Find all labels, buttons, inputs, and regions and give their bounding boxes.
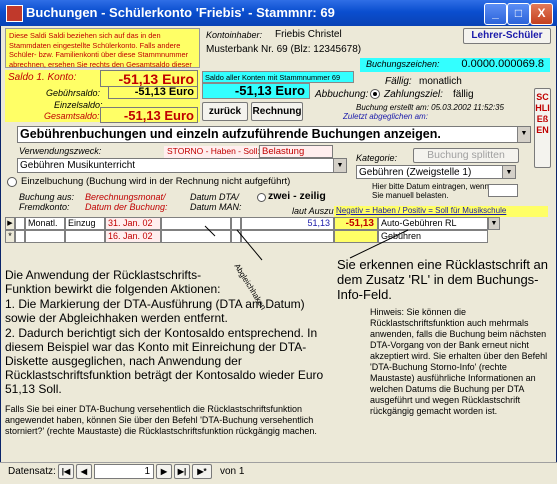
saldo-alle-value: -51,13 Euro [202, 83, 310, 99]
buchung-erstellt: Buchung erstellt am: 05.03.2002 11:52:35 [356, 103, 504, 112]
note-item1: 1. Die Markierung der DTA-Ausführung (DT… [5, 297, 305, 325]
gebuehrensaldo-label: Gebührsaldo: [46, 88, 101, 98]
row1-checkbox[interactable] [15, 217, 25, 230]
verwendungszweck-label: Verwendungszweck: [19, 146, 102, 156]
zahlungsziel-value: fällig [453, 89, 474, 100]
lehrer-schueler-button[interactable]: Lehrer-Schüler [463, 28, 551, 44]
chevron-down-icon[interactable]: ▼ [502, 166, 515, 178]
kontoinhaber-label: Kontoinhaber: [206, 30, 263, 40]
row1-info[interactable]: Auto-Gebühren RL [378, 217, 488, 230]
buchungszeichen-field: Buchungszeichen: 0.0000.000069.8 [360, 58, 550, 72]
einzelbuchung-label: Einzelbuchung (Buchung wird in der Rechn… [21, 176, 291, 187]
row1-art[interactable]: Einzug [65, 217, 105, 230]
close-button[interactable]: X [530, 3, 553, 25]
col-laut-auszug: laut Auszug: [292, 206, 342, 216]
faellig-value: monatlich [419, 76, 462, 87]
minimize-button[interactable]: _ [484, 3, 507, 25]
arrow-abgleich-line [236, 229, 263, 261]
arrow-rl-line [349, 229, 409, 259]
saldo-info-box: Diese Saldi Saldi beziehen sich auf das … [5, 28, 200, 78]
kategorie-value: Gebühren (Zweigstelle 1) [359, 167, 472, 178]
zuletzt-abgeglichen: Zuletzt abgeglichen am: [343, 112, 428, 121]
saldo1-label: Saldo 1. Konto: [8, 72, 77, 83]
row-selector-current[interactable]: ▶ [5, 217, 15, 230]
app-icon [6, 5, 23, 22]
row1-saldo[interactable]: -51,13 [334, 217, 378, 230]
row1-typ[interactable]: Monatl. [25, 217, 65, 230]
datensatz-label: Datensatz: [8, 466, 56, 477]
note-rl-erkennen: Sie erkennen eine Rücklastschrift an dem… [337, 257, 549, 302]
kontoinhaber-value: Friebis Christel [275, 29, 342, 40]
datum-hint: Hier bitte Datum eintragen, wenn Sie man… [372, 182, 489, 200]
note-hinweis: Hinweis: Sie können die Rücklastschrifts… [370, 307, 548, 416]
note-title: Die Anwendung der Rücklastschrifts-Funkt… [5, 268, 221, 296]
storno-label: STORNO - Haben - Soll: [164, 146, 260, 158]
row2-info[interactable]: Gebühren [378, 230, 488, 243]
manuell-datum-input[interactable] [488, 184, 518, 197]
row2-betrag[interactable] [241, 230, 334, 243]
abbuchung-label: Abbuchung: [315, 89, 369, 100]
einzelbuchung-radio[interactable] [7, 177, 17, 187]
gebuehrensaldo-value: -51,13 Euro [108, 86, 198, 99]
row1-dta-datum[interactable] [161, 217, 231, 230]
row2-art[interactable] [65, 230, 105, 243]
col-berechnungsmonat: Berechnungsmonat/ Datum der Buchung: [85, 192, 168, 212]
zurueck-button[interactable]: zurück [202, 102, 248, 121]
zahlungsziel-label: Zahlungsziel: [384, 89, 443, 100]
chevron-down-icon[interactable]: ▼ [517, 127, 530, 142]
row1-abgleich-checkbox[interactable] [231, 217, 241, 230]
next-record-button[interactable]: ▶ [156, 464, 172, 479]
kategorie-label: Kategorie: [356, 153, 398, 163]
verwendungszweck-value: Gebühren Musikunterricht [20, 160, 136, 171]
title-bar: Buchungen - Schülerkonto 'Friebis' - Sta… [0, 0, 557, 26]
new-record-button[interactable]: ▶* [192, 464, 212, 479]
row2-checkbox[interactable] [15, 230, 25, 243]
window-title: Buchungen - Schülerkonto 'Friebis' - Sta… [26, 5, 335, 20]
buchungszeichen-value: 0.0000.000069.8 [461, 58, 544, 70]
saldo1-value: -51,13 Euro [100, 70, 198, 87]
saldo-alle-label: Saldo aller Konten mit Stammnummer 69 [202, 71, 354, 83]
row1-datum[interactable]: 31. Jan. 02 [105, 217, 161, 230]
row1-betrag[interactable]: 51,13 [241, 217, 334, 230]
row-selector-new[interactable]: * [5, 230, 15, 243]
zweizeilig-label: zwei - zeilig [268, 190, 326, 202]
record-total: von 1 [220, 466, 245, 477]
ansicht-combobox[interactable]: Gebührenbuchungen und einzeln aufzuführe… [17, 126, 531, 143]
gesamtsaldo-label: Gesamtsaldo: [44, 111, 100, 121]
note-small: Falls Sie bei einer DTA-Buchung versehen… [5, 404, 317, 436]
arrow-dta-line [204, 225, 216, 237]
buchung-splitten-button[interactable]: Buchung splitten [413, 148, 519, 163]
zahlungsziel-radio[interactable] [370, 89, 380, 99]
storno-value[interactable]: Belastung [259, 145, 333, 158]
einzelsaldo-label: Einzelsaldo: [54, 100, 103, 110]
bank-info: Musterbank Nr. 69 (Blz: 12345678) [206, 44, 362, 55]
prev-record-button[interactable]: ◀ [76, 464, 92, 479]
faellig-label: Fällig: [385, 76, 412, 87]
ansicht-combobox-value: Gebührenbuchungen und einzeln aufzuführe… [20, 127, 441, 141]
schliessen-button[interactable]: SCHLIEßEN [534, 88, 551, 168]
rechnung-button[interactable]: Rechnung [251, 102, 303, 121]
kategorie-combobox[interactable]: Gebühren (Zweigstelle 1) ▼ [356, 165, 516, 179]
note-item2: 2. Dadurch berichtigt sich der Kontosald… [5, 326, 324, 396]
row2-datum[interactable]: 16. Jan. 02 [105, 230, 161, 243]
row2-saldo[interactable] [334, 230, 378, 243]
current-record-input[interactable]: 1 [94, 464, 154, 479]
last-record-button[interactable]: ▶| [174, 464, 190, 479]
chevron-down-icon[interactable]: ▼ [333, 159, 346, 172]
maximize-button[interactable]: □ [507, 3, 530, 25]
chevron-down-icon[interactable]: ▼ [488, 217, 500, 230]
verwendungszweck-combobox[interactable]: Gebühren Musikunterricht ▼ [17, 158, 347, 173]
gesamtsaldo-value: -51,13 Euro [100, 107, 198, 123]
zweizeilig-radio[interactable] [257, 193, 266, 202]
buchungszeichen-label: Buchungszeichen: [366, 59, 440, 69]
row2-abgleich-checkbox[interactable] [231, 230, 241, 243]
first-record-button[interactable]: |◀ [58, 464, 74, 479]
col-datum-dta: Datum DTA/ Datum MAN: [190, 192, 242, 212]
col-buchung-aus: Buchung aus: Fremdkonto: [19, 192, 75, 212]
row2-typ[interactable] [25, 230, 65, 243]
row2-dta-datum[interactable] [161, 230, 231, 243]
negativ-hinweis: Negativ = Haben / Positiv = Soll für Mus… [334, 206, 548, 217]
